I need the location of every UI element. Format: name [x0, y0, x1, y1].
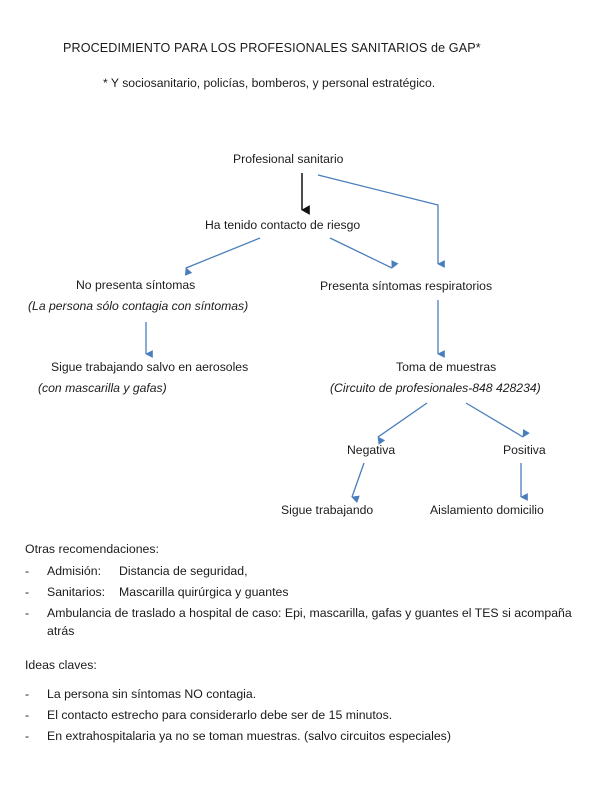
arrow-negative-to-result: [351, 462, 365, 503]
page-subtitle: * Y sociosanitario, policías, bomberos, …: [103, 76, 436, 90]
key-idea-item-text: En extrahospitalaria ya no se toman mues…: [47, 729, 451, 743]
node-symptoms: Presenta síntomas respiratorios: [320, 279, 493, 293]
bullet-dash-icon: -: [25, 687, 30, 701]
key-idea-item: - La persona sin síntomas NO contagia.: [25, 686, 570, 704]
recommendation-item-label: Admisión:: [47, 564, 101, 578]
recommendation-item-text: Mascarilla quirúrgica y guantes: [119, 585, 289, 599]
page-title: PROCEDIMIENTO PARA LOS PROFESIONALES SAN…: [63, 41, 481, 55]
arrow-sampling-to-positive: [465, 402, 530, 438]
recommendation-item-label: Sanitarios:: [47, 585, 106, 599]
node-positive-result: Aislamiento domicilio: [430, 503, 544, 517]
node-keep-working-note: (con mascarilla y gafas): [38, 381, 167, 395]
key-idea-item: - El contacto estrecho para considerarlo…: [25, 707, 570, 725]
bullet-dash-icon: -: [25, 606, 30, 620]
recommendation-item: - Ambulancia de traslado a hospital de c…: [25, 605, 575, 641]
recommendation-item-body: Admisión: Distancia de seguridad,: [47, 563, 248, 581]
arrow-root-to-symptoms: [317, 174, 445, 268]
node-no-symptoms: No presenta síntomas: [76, 278, 196, 292]
arrow-contact-to-symptoms: [329, 237, 399, 269]
node-no-symptoms-note: (La persona sólo contagia con síntomas): [28, 299, 249, 313]
recommendation-item-body: Sanitarios: Mascarilla quirúrgica y guant…: [47, 584, 289, 602]
bullet-dash-icon: -: [25, 708, 30, 722]
key-idea-item-text: La persona sin síntomas NO contagia.: [47, 687, 257, 701]
recommendation-item-text: Ambulancia de traslado a hospital de cas…: [47, 606, 572, 638]
node-negative-result: Sigue trabajando: [281, 503, 374, 517]
recommendation-item-text: Distancia de seguridad,: [119, 564, 248, 578]
arrow-contact-to-no-symptoms: [184, 237, 261, 276]
node-contact: Ha tenido contacto de riesgo: [205, 218, 361, 232]
key-idea-item: - En extrahospitalaria ya no se toman mu…: [25, 728, 585, 746]
node-sampling-note: (Circuito de profesionales-848 428234): [330, 381, 541, 395]
node-keep-working-aerosols: Sigue trabajando salvo en aerosoles: [51, 360, 249, 374]
recommendation-item: - Admisión: Distancia de seguridad,: [25, 563, 570, 581]
arrow-sampling-to-negative: [377, 402, 428, 445]
bullet-dash-icon: -: [25, 729, 30, 743]
bullet-dash-icon: -: [25, 585, 30, 599]
node-positive: Positiva: [503, 443, 546, 457]
key-idea-item-text: El contacto estrecho para considerarlo d…: [47, 708, 393, 722]
node-sampling: Toma de muestras: [396, 360, 497, 374]
recommendation-item: - Sanitarios: Mascarilla quirúrgica y gua…: [25, 584, 570, 602]
recommendations-heading: Otras recomendaciones:: [25, 542, 159, 556]
key-ideas-heading: Ideas claves:: [25, 658, 97, 672]
node-negative: Negativa: [347, 443, 396, 457]
bullet-dash-icon: -: [25, 564, 30, 578]
node-root: Profesional sanitario: [233, 152, 344, 166]
